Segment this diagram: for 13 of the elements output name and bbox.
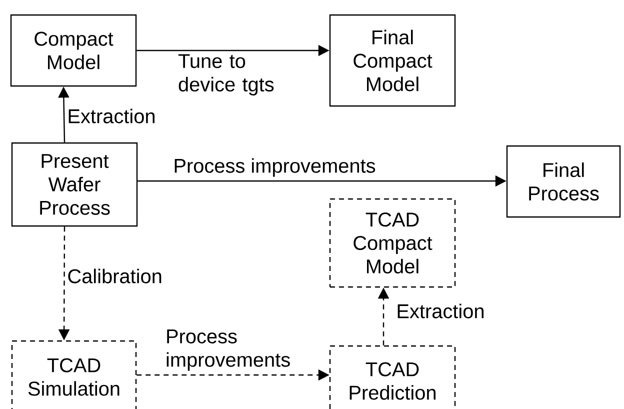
process-box: Final Process xyxy=(506,145,621,218)
edge-label: Extraction xyxy=(66,108,157,124)
process-box: Present Wafer Process xyxy=(11,142,138,227)
dashed-process-box: TCAD Compact Model xyxy=(329,198,456,288)
process-box: Compact Model xyxy=(10,14,137,87)
edge-label: Process improvements xyxy=(172,157,377,178)
edge-label: Tune to device tgts xyxy=(177,53,289,96)
edge-label: Process improvements xyxy=(164,328,302,372)
edge-label: Extraction xyxy=(395,302,486,320)
dashed-process-box: TCAD Prediction xyxy=(329,345,456,409)
dashed-process-box: TCAD Simulation xyxy=(11,340,137,409)
edge-label: Calibration xyxy=(66,268,164,284)
process-box: Final Compact Model xyxy=(329,14,456,107)
